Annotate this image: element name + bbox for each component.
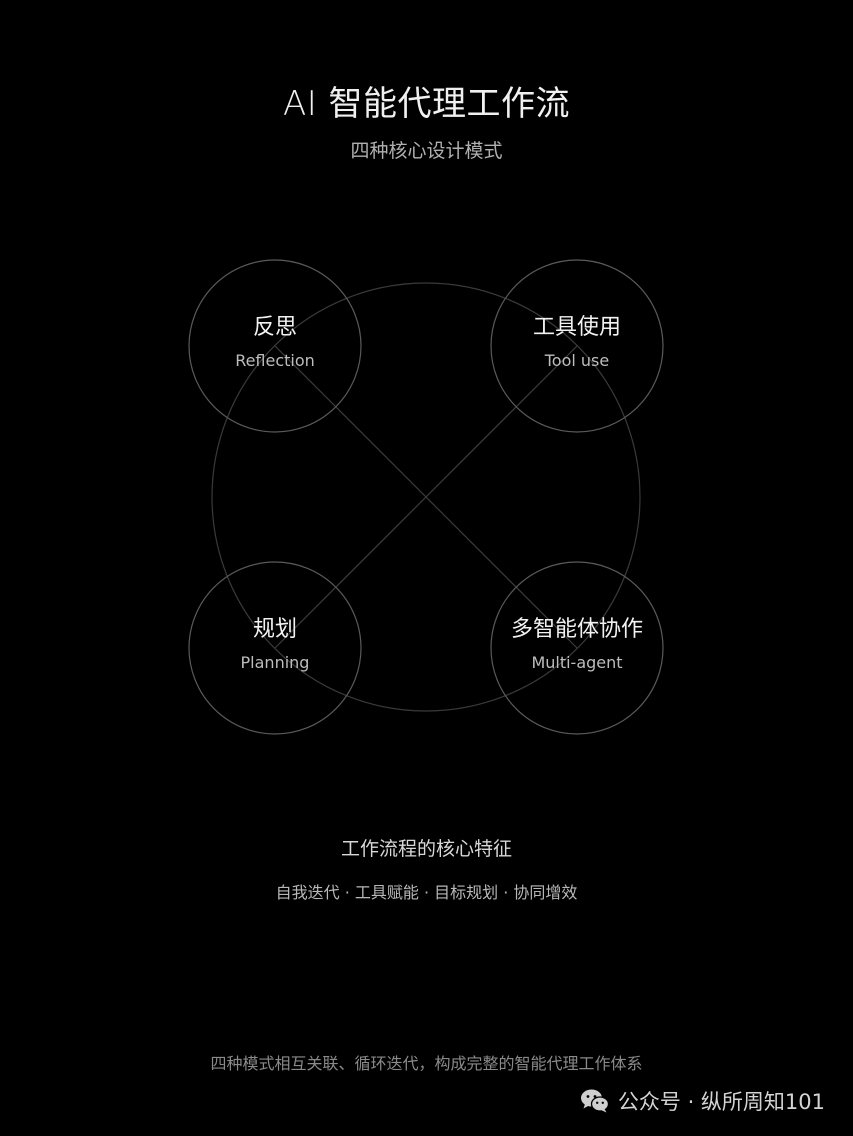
node-circle-multi-agent (490, 561, 664, 735)
page-title: AI 智能代理工作流 (282, 84, 571, 124)
watermark: 公众号 · 纵所周知101 (580, 1086, 825, 1116)
node-circle-tool-use (490, 259, 664, 433)
node-circle-planning (188, 561, 362, 735)
footer-note: 四种模式相互关联、循环迭代，构成完整的智能代理工作体系 (210, 1054, 643, 1073)
page-subtitle: 四种核心设计模式 (350, 140, 503, 162)
node-sub-multi-agent: Multi-agent (531, 653, 623, 672)
node-label-reflection: 反思 (252, 315, 297, 340)
node-circle-reflection (188, 259, 362, 433)
node-sub-planning: Planning (240, 653, 310, 672)
node-label-planning: 规划 (252, 617, 297, 642)
wechat-icon (580, 1089, 610, 1113)
node-label-multi-agent: 多智能体协作 (510, 617, 643, 642)
node-sub-reflection: Reflection (235, 351, 315, 370)
central-cycle-circle (211, 282, 641, 712)
node-label-tool-use: 工具使用 (532, 315, 621, 340)
node-sub-tool-use: Tool use (544, 351, 610, 370)
features-heading: 工作流程的核心特征 (340, 838, 512, 860)
features-list: 自我迭代 · 工具赋能 · 目标规划 · 协同增效 (275, 883, 578, 902)
connector-tool-use-planning (274, 345, 578, 649)
watermark-text: 公众号 · 纵所周知101 (617, 1090, 825, 1114)
